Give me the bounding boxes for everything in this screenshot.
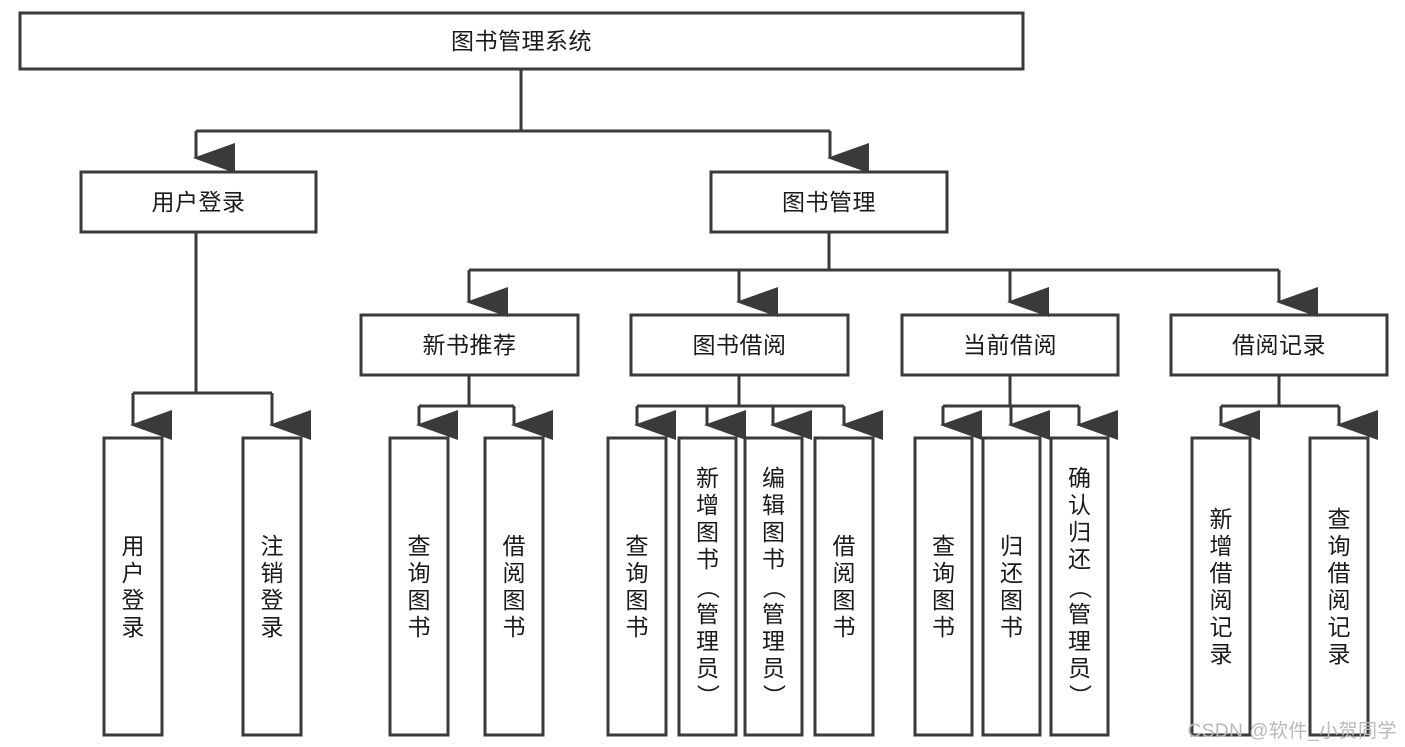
node-box-new-book-recommend[interactable] bbox=[359, 313, 580, 377]
connector-root-to-level2 bbox=[193, 69, 869, 173]
leaf-box-add-book-admin[interactable] bbox=[677, 436, 738, 737]
leaf-box-logout[interactable] bbox=[241, 436, 303, 737]
node-box-book-manage[interactable] bbox=[709, 170, 949, 234]
leaf-box-borrow-book-2[interactable] bbox=[813, 436, 875, 737]
connector-new-book-recommend-to-leaves bbox=[416, 375, 553, 440]
connector-book-manage-to-level3 bbox=[466, 232, 1318, 317]
csdn-watermark: CSDN @软件_小贺同学 bbox=[1187, 721, 1397, 742]
node-box-borrow-record[interactable] bbox=[1169, 313, 1389, 377]
node-box-user-login[interactable] bbox=[79, 170, 318, 234]
leaf-box-add-borrow-record[interactable] bbox=[1190, 436, 1252, 737]
leaf-box-return-book[interactable] bbox=[981, 436, 1042, 737]
node-box-current-borrow[interactable] bbox=[900, 313, 1120, 377]
connector-borrow-record-to-leaves bbox=[1218, 375, 1378, 440]
leaf-box-edit-book-admin[interactable] bbox=[743, 436, 804, 737]
node-box-book-borrow[interactable] bbox=[629, 313, 850, 377]
connector-user-login-to-leaves bbox=[130, 232, 311, 440]
leaf-box-query-book-2[interactable] bbox=[606, 436, 668, 737]
leaf-box-confirm-return-admin[interactable] bbox=[1049, 436, 1110, 737]
connector-current-borrow-to-leaves bbox=[940, 375, 1118, 440]
leaf-box-query-borrow-record[interactable] bbox=[1308, 436, 1370, 737]
leaf-box-query-book-3[interactable] bbox=[913, 436, 974, 737]
root-node-box[interactable] bbox=[18, 11, 1025, 71]
leaf-box-borrow-book-1[interactable] bbox=[483, 436, 545, 737]
leaf-box-user-login[interactable] bbox=[102, 436, 164, 737]
connector-book-borrow-to-leaves bbox=[634, 375, 883, 440]
leaf-box-query-book-1[interactable] bbox=[388, 436, 450, 737]
